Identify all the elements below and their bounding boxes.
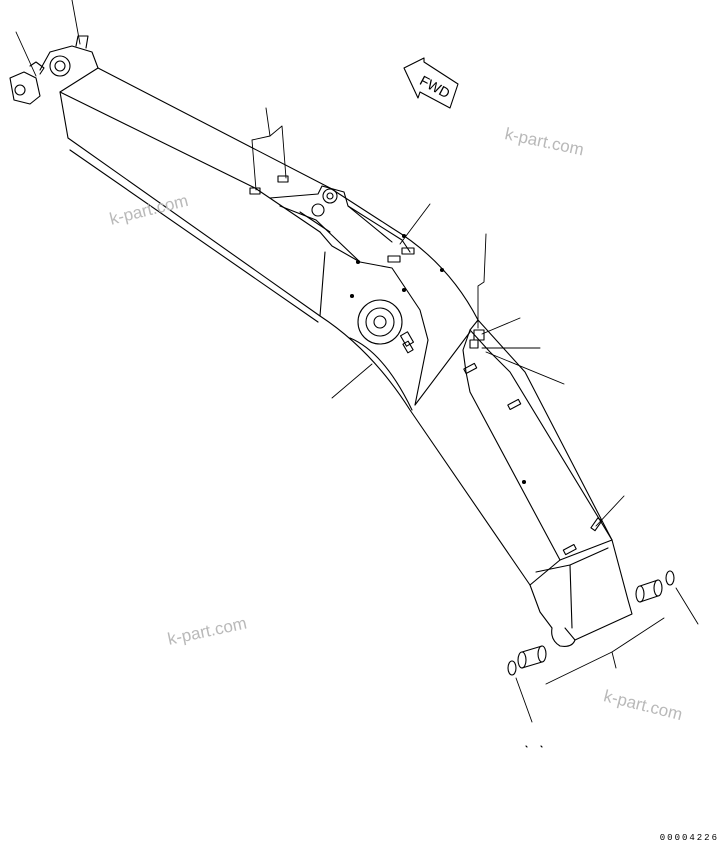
drawing-code: 00004226 [659, 833, 719, 843]
foot-boss [9, 35, 99, 105]
small-marks [525, 745, 543, 748]
boom-body [59, 67, 633, 647]
fwd-arrow: FWD [403, 57, 459, 109]
leader-lines [15, 0, 699, 723]
fittings [249, 175, 603, 556]
center-boss [357, 299, 415, 354]
bushings [507, 570, 675, 676]
